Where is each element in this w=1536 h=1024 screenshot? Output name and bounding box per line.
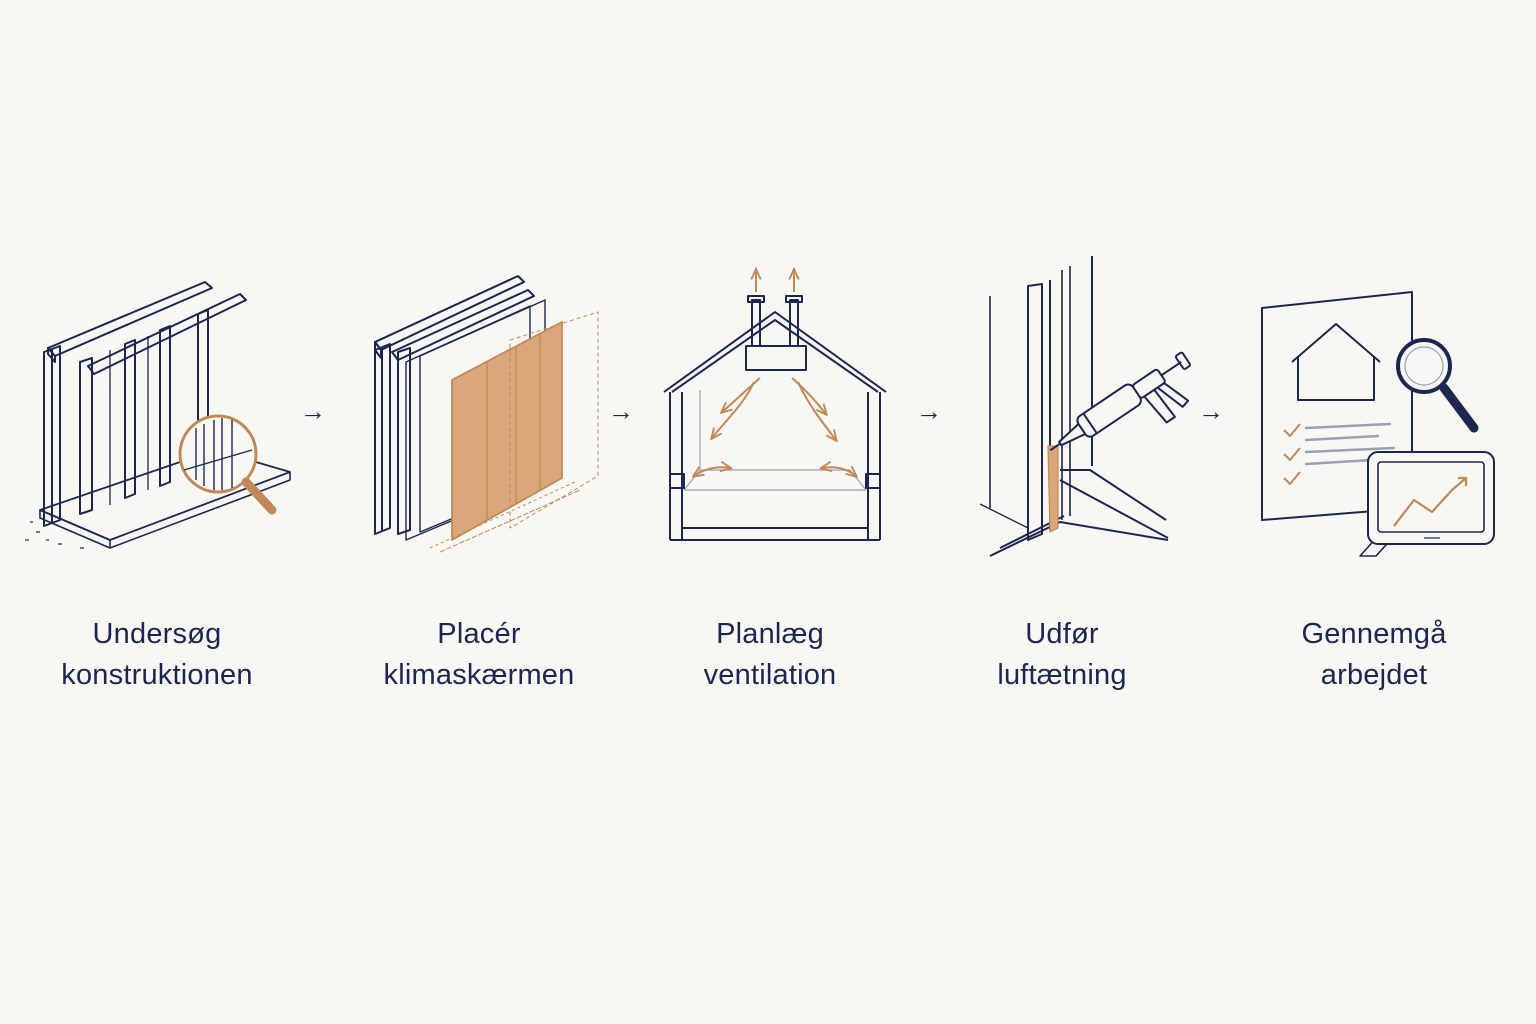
wall-frame-magnifier-icon xyxy=(25,281,291,549)
flow-arrow-3: → xyxy=(916,396,942,426)
step-label-line2: luftætning xyxy=(997,659,1127,691)
step-label-3: Planlæg ventilation xyxy=(620,614,920,696)
step-label-line1: Undersøg xyxy=(92,618,222,650)
step-label-line2: klimaskærmen xyxy=(383,659,575,691)
vapor-barrier-icon xyxy=(374,275,599,553)
flow-arrow-1: → xyxy=(300,396,326,426)
step-label-line2: konstruktionen xyxy=(61,659,253,691)
step-label-line1: Gennemgå xyxy=(1301,618,1447,650)
step-label-4: Udfør luftætning xyxy=(912,614,1212,696)
step-label-5: Gennemgå arbejdet xyxy=(1224,614,1524,696)
step-label-line1: Udfør xyxy=(1025,618,1099,650)
step-label-line1: Planlæg xyxy=(716,618,824,650)
house-ventilation-icon xyxy=(663,270,887,541)
step-label-2: Placér klimaskærmen xyxy=(329,614,629,696)
report-review-icon xyxy=(1261,291,1495,557)
caulk-gun-sealing-icon xyxy=(979,256,1191,557)
flow-arrow-2: → xyxy=(608,396,634,426)
step-label-line2: ventilation xyxy=(703,659,837,691)
step-label-line1: Placér xyxy=(437,618,521,650)
flow-arrow-4: → xyxy=(1198,396,1224,426)
step-label-1: Undersøg konstruktionen xyxy=(7,614,307,696)
step-label-line2: arbejdet xyxy=(1320,659,1428,691)
